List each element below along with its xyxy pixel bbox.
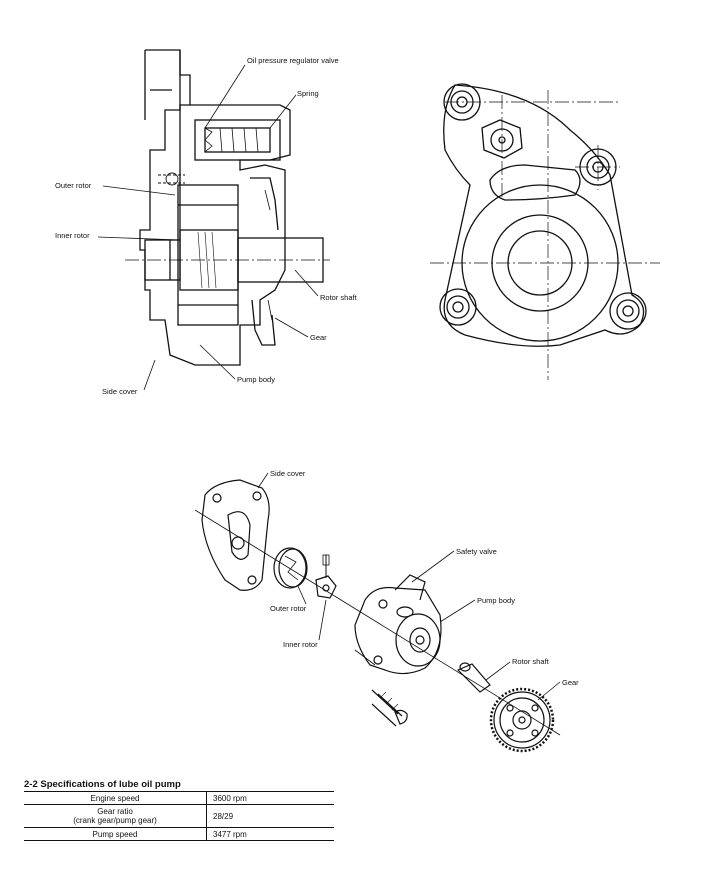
spec-value: 28/29 <box>206 804 334 828</box>
leader-lines-top <box>97 64 319 391</box>
label-spring: Spring <box>297 89 319 98</box>
label-regulator-valve: Oil pressure regulator valve <box>247 56 339 65</box>
spec-value: 3600 rpm <box>206 791 334 805</box>
front-view-centerlines <box>430 90 660 380</box>
spec-table: Engine speed 3600 rpm Gear ratio (crank … <box>24 791 334 841</box>
section-title: 2-2 Specifications of lube oil pump <box>24 779 181 790</box>
leader-lines-exploded <box>257 472 561 701</box>
spec-item: Gear ratio (crank gear/pump gear) <box>24 804 207 828</box>
spec-item: Engine speed <box>24 791 207 805</box>
pump-front-view <box>439 83 647 347</box>
spec-value: 3477 rpm <box>206 827 334 841</box>
table-row: Pump speed 3477 rpm <box>24 827 334 841</box>
label-side-cover-exploded: Side cover <box>270 469 306 478</box>
label-inner-rotor-exploded: Inner rotor <box>283 640 318 649</box>
spec-item: Pump speed <box>24 827 207 841</box>
label-gear-top: Gear <box>310 333 327 342</box>
label-rotor-shaft-top: Rotor shaft <box>320 293 357 302</box>
pump-cross-section <box>125 49 330 366</box>
spec-item-line: Gear ratio <box>97 807 133 816</box>
exploded-view <box>194 479 561 753</box>
table-row: Gear ratio (crank gear/pump gear) 28/29 <box>24 804 334 828</box>
label-outer-rotor-top: Outer rotor <box>55 181 92 190</box>
label-pump-body-exploded: Pump body <box>477 596 515 605</box>
label-side-cover-top: Side cover <box>102 387 138 396</box>
label-rotor-shaft-exploded: Rotor shaft <box>512 657 549 666</box>
label-inner-rotor-top: Inner rotor <box>55 231 90 240</box>
spec-item-line: (crank gear/pump gear) <box>73 816 157 825</box>
label-outer-rotor-exploded: Outer rotor <box>270 604 307 613</box>
label-pump-body-top: Pump body <box>237 375 275 384</box>
label-gear-exploded: Gear <box>562 678 579 687</box>
label-safety-valve: Safety valve <box>456 547 497 556</box>
table-row: Engine speed 3600 rpm <box>24 791 334 805</box>
